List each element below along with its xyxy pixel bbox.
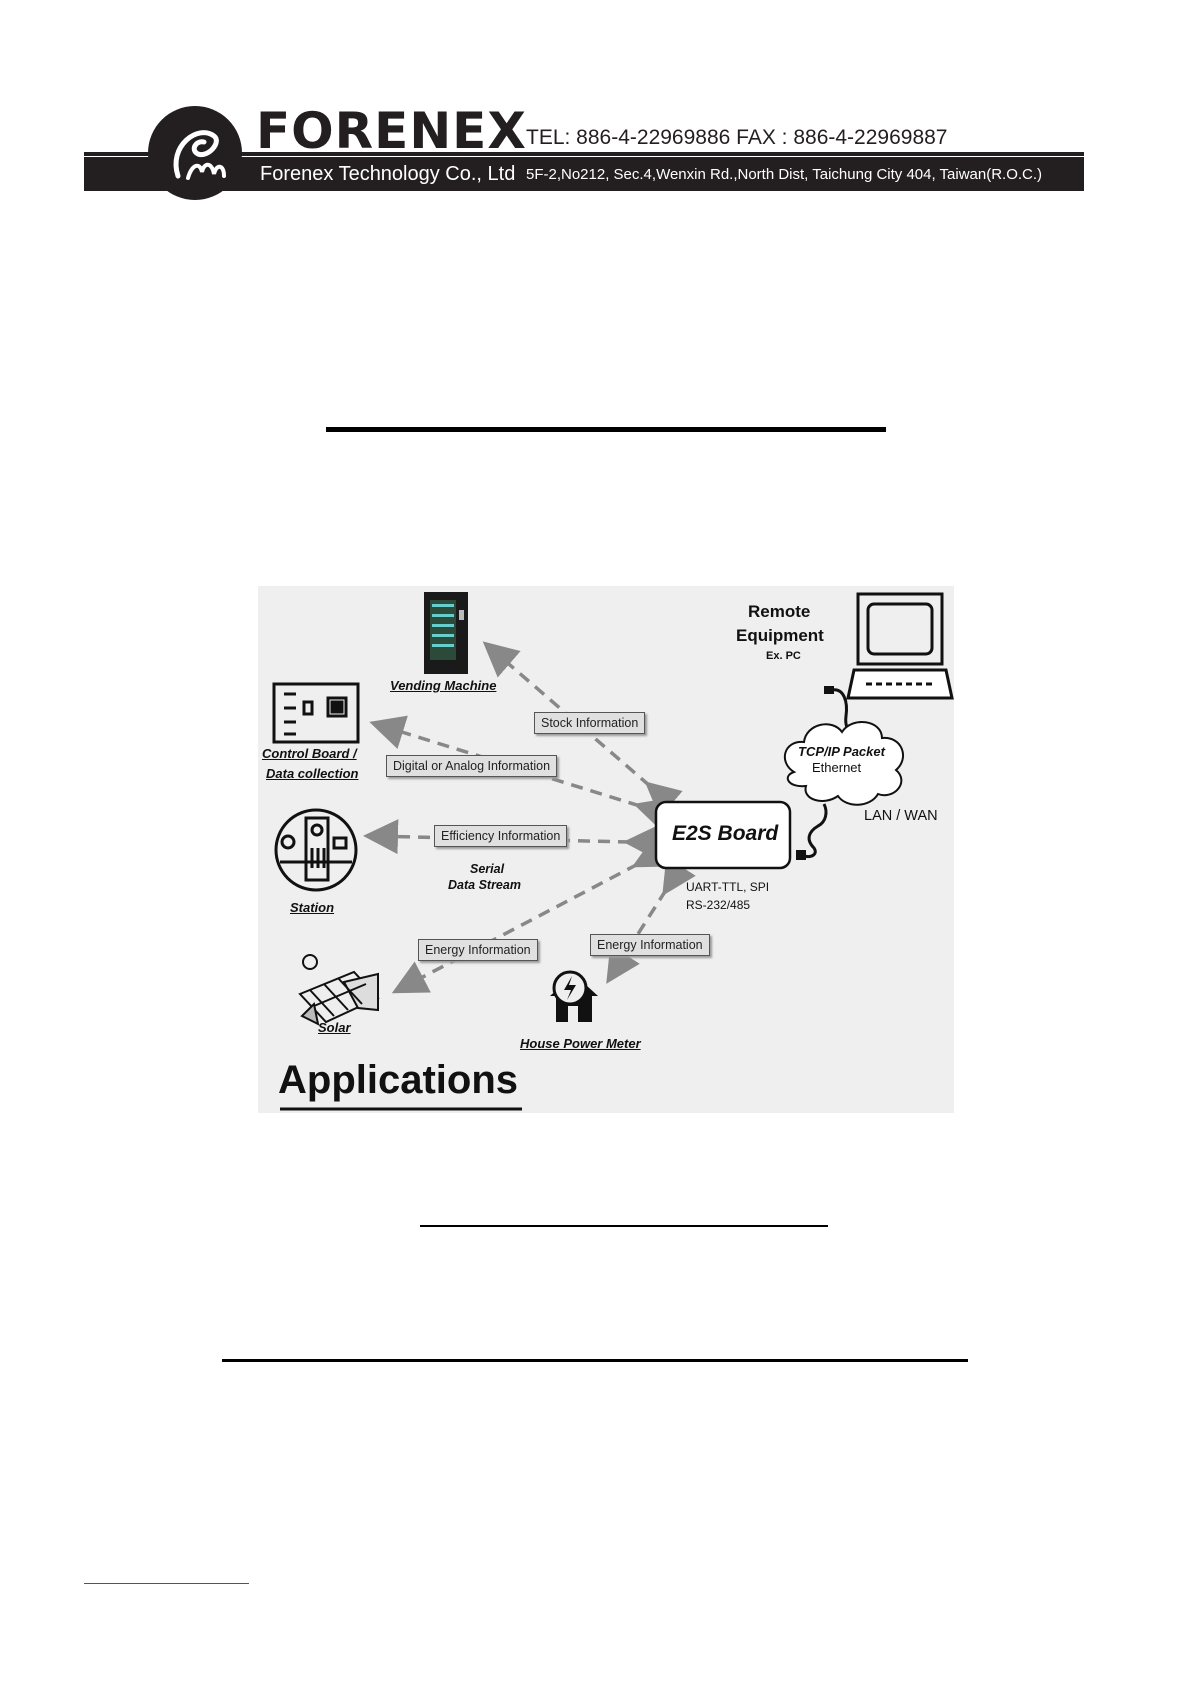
- footer-link-underline[interactable]: [84, 1583, 249, 1584]
- section-underline: [222, 1359, 968, 1362]
- company-address: 5F-2,No212, Sec.4,Wenxin Rd.,North Dist,…: [526, 166, 1043, 183]
- solar-panel-icon: [298, 954, 380, 1026]
- info-energy-left: Energy Information: [418, 939, 538, 961]
- letterhead-band: [84, 157, 1084, 191]
- label-serial: Serial: [470, 862, 505, 876]
- house-meter-icon: [550, 970, 598, 1022]
- info-stock: Stock Information: [534, 712, 646, 734]
- label-data-stream: Data Stream: [448, 878, 521, 892]
- title-underline: [326, 427, 886, 432]
- label-data-collection: Data collection: [266, 766, 359, 781]
- cloud-icon: [783, 720, 904, 806]
- arrow-house: [606, 856, 696, 984]
- diagram-title: Applications: [278, 1058, 519, 1102]
- station-icon: [274, 808, 358, 892]
- control-board-icon: [272, 682, 360, 744]
- company-name: Forenex Technology Co., Ltd: [260, 163, 516, 185]
- phone-fax: TEL: 886-4-22969886 FAX : 886-4-22969887: [526, 126, 948, 149]
- brand-name: FORENEX: [256, 102, 527, 160]
- letterhead: FORENEX TEL: 886-4-22969886 FAX : 886-4-…: [84, 100, 1084, 200]
- cable-bottom: [803, 803, 828, 858]
- label-tcp-ip: TCP/IP Packet: [798, 744, 885, 759]
- label-solar: Solar: [318, 1020, 351, 1035]
- label-remote: Remote: [748, 602, 811, 621]
- vending-machine-icon: [424, 592, 468, 674]
- label-control-board: Control Board /: [262, 746, 357, 761]
- caption-underline: [420, 1225, 828, 1227]
- label-uart: UART-TTL, SPI: [686, 880, 770, 894]
- label-lan-wan: LAN / WAN: [864, 808, 938, 824]
- laptop-icon: [846, 592, 954, 700]
- label-vending: Vending Machine: [390, 678, 497, 693]
- label-ethernet: Ethernet: [812, 760, 862, 775]
- diagram-graphics: [272, 592, 954, 1111]
- info-efficiency: Efficiency Information: [434, 825, 568, 847]
- arrow-solar: [391, 835, 671, 994]
- label-ex-pc: Ex. PC: [766, 650, 801, 662]
- arrow-control: [369, 715, 672, 832]
- forenex-logo-icon: [148, 106, 242, 200]
- label-rs232: RS-232/485: [686, 898, 751, 912]
- letterhead-top-rule: [84, 152, 1084, 156]
- applications-diagram: Vending Machine Control Board / Data col…: [258, 586, 954, 1113]
- label-equipment: Equipment: [736, 626, 824, 645]
- label-house-meter: House Power Meter: [520, 1036, 641, 1051]
- info-energy-right: Energy Information: [590, 934, 710, 956]
- label-e2s-board: E2S Board: [672, 822, 779, 845]
- e2s-board-box: [654, 800, 792, 870]
- info-digital-analog: Digital or Analog Information: [386, 755, 558, 777]
- label-station: Station: [290, 900, 335, 915]
